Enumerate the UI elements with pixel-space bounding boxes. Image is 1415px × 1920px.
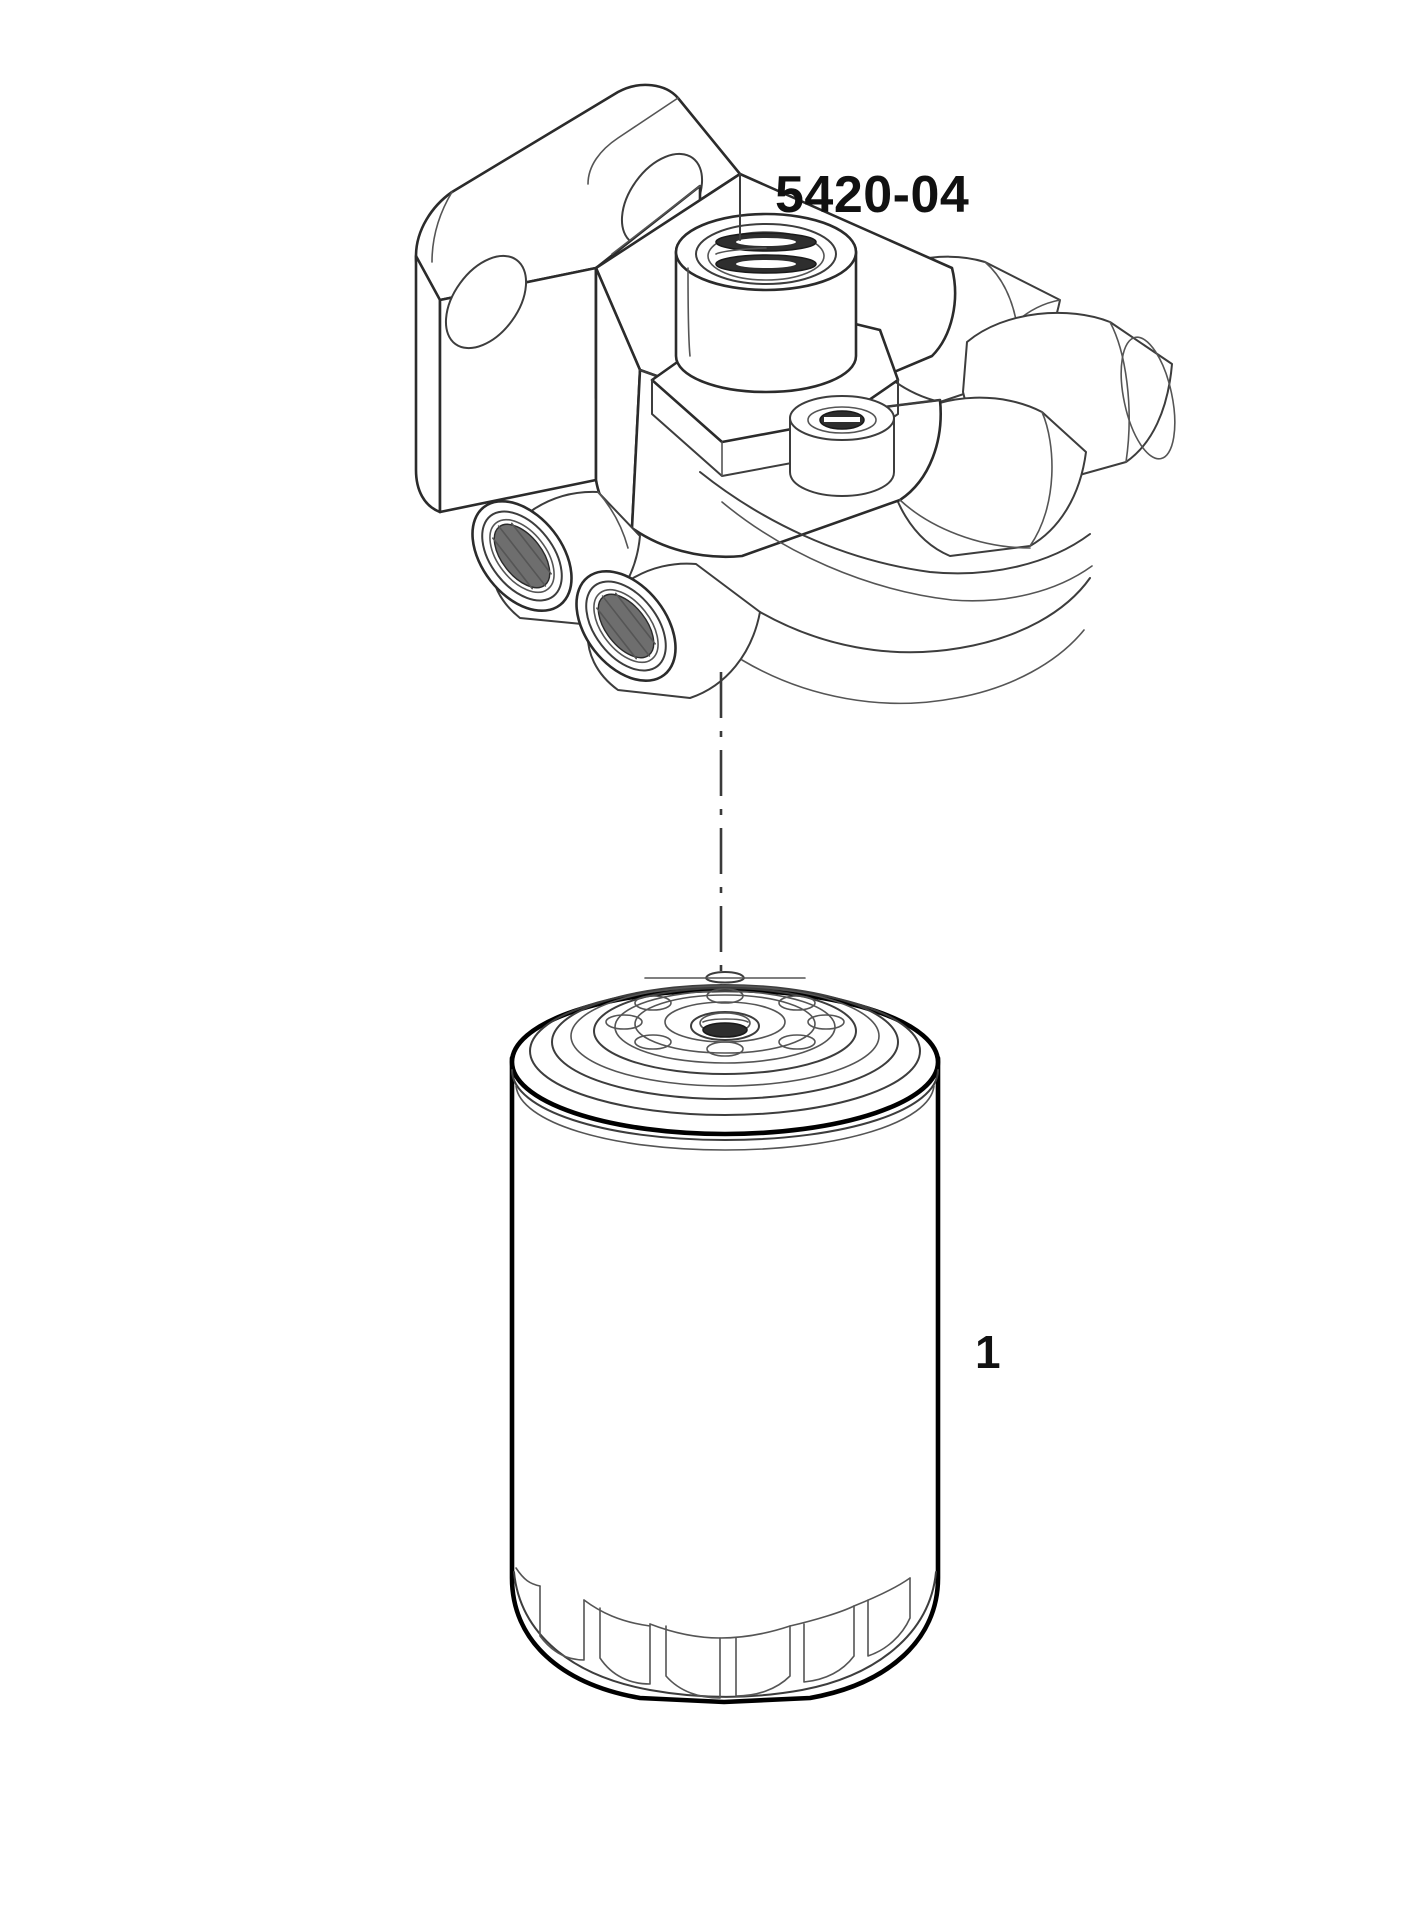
bleed-screw-boss[interactable] xyxy=(789,395,895,497)
gasket-shoulder-line xyxy=(511,1069,939,1141)
canister-body xyxy=(509,1055,941,1705)
mounting-slot-lower xyxy=(444,254,528,350)
internal-thread-detail xyxy=(715,232,817,274)
assembly-code-label: 5420-04 xyxy=(775,166,969,224)
inlet-port-left[interactable] xyxy=(452,483,641,630)
center-threaded-hub xyxy=(690,1011,760,1041)
filter-top-cap xyxy=(509,971,941,1137)
oil-inlet-holes xyxy=(605,988,845,1057)
canister-bottom-rim xyxy=(513,1567,937,1699)
filter-head-assembly[interactable] xyxy=(414,83,1184,705)
inlet-port-right[interactable] xyxy=(556,553,1091,705)
gasket-shoulder-line-2 xyxy=(515,1085,935,1151)
callout-label-1: 1 xyxy=(975,1326,1001,1378)
spin-on-filter-cartridge[interactable] xyxy=(509,971,941,1705)
